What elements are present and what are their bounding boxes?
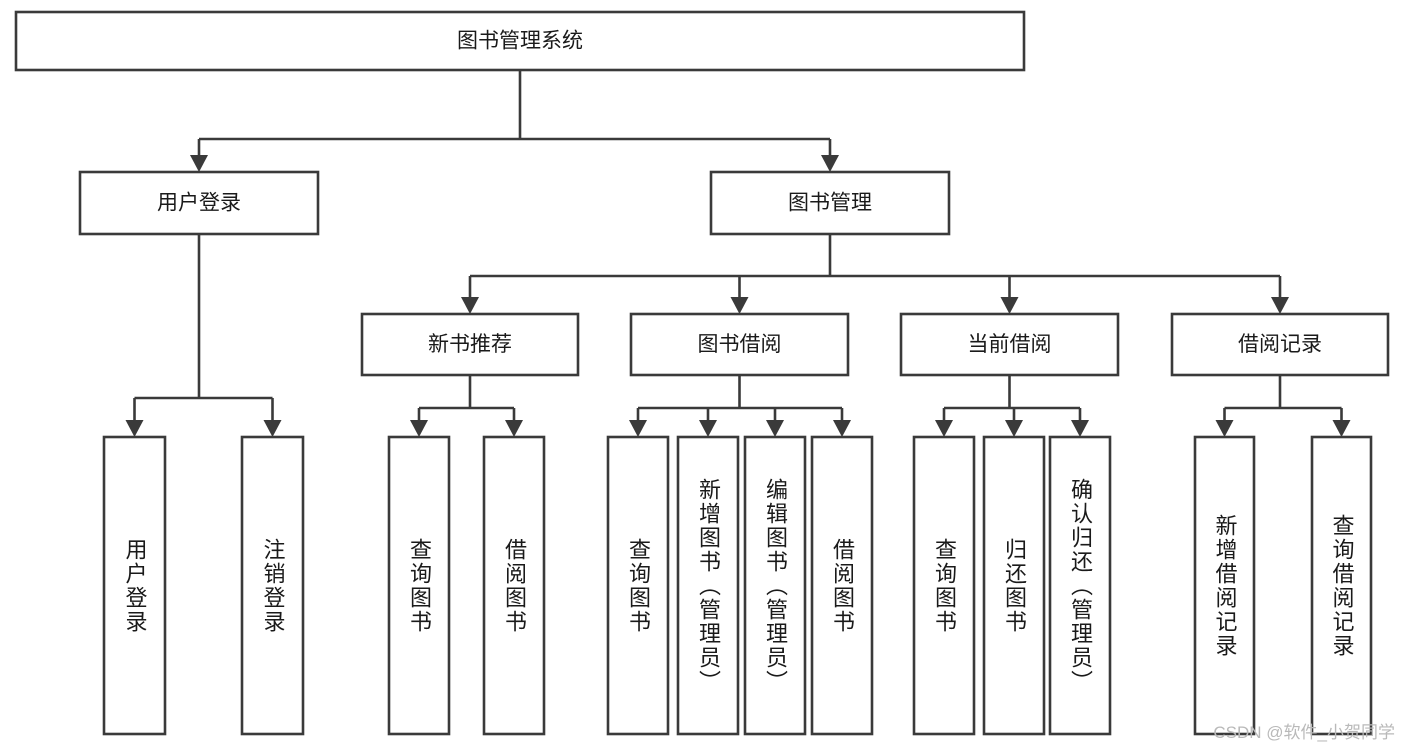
book-management-arrow-1 — [730, 297, 749, 314]
node-box-leaf-logout — [240, 435, 305, 736]
node-box-leaf-borrow-book — [810, 435, 874, 736]
borrow-records-arrow-0 — [1215, 420, 1234, 437]
current-borrow-arrow-1 — [1005, 420, 1023, 437]
book-borrow-arrow-2 — [766, 420, 784, 437]
connectors-layer — [125, 70, 1351, 437]
node-box-root — [14, 10, 1026, 72]
node-box-book-management — [709, 170, 951, 236]
node-box-leaf-confirm-return — [1048, 435, 1112, 736]
node-box-leaf-query-books-new — [387, 435, 451, 736]
node-label-borrow-records: 借阅记录 — [1238, 333, 1322, 356]
book-management-arrow-3 — [1271, 297, 1289, 314]
node-box-leaf-query-books-current — [912, 435, 976, 736]
user-login-arrow-1 — [263, 420, 282, 437]
book-borrow-arrow-3 — [833, 420, 851, 437]
user-login-arrow-0 — [125, 420, 144, 437]
node-box-leaf-edit-book — [743, 435, 807, 736]
node-box-leaf-query-books-borrow — [606, 435, 670, 736]
csdn-watermark: CSDN @软件_小贺同学 — [1213, 723, 1395, 742]
node-box-leaf-user-login — [102, 435, 167, 736]
node-box-book-borrow — [629, 312, 850, 377]
root-arrow-0 — [190, 155, 208, 172]
node-box-new-book-recommend — [360, 312, 580, 377]
node-label-book-borrow: 图书借阅 — [698, 333, 782, 356]
node-label-book-management: 图书管理 — [788, 192, 872, 215]
book-borrow-arrow-1 — [699, 420, 717, 437]
node-box-current-borrow — [899, 312, 1120, 377]
book-management-arrow-0 — [461, 297, 479, 314]
current-borrow-arrow-2 — [1071, 420, 1089, 437]
node-box-borrow-records — [1170, 312, 1390, 377]
book-management-arrow-2 — [1000, 297, 1019, 314]
node-box-leaf-add-record — [1193, 435, 1256, 736]
node-box-user-login — [78, 170, 320, 236]
new-book-recommend-arrow-1 — [505, 420, 523, 437]
node-box-leaf-return-book — [982, 435, 1046, 736]
root-arrow-1 — [821, 155, 839, 172]
node-label-root: 图书管理系统 — [457, 30, 583, 53]
book-borrow-arrow-0 — [629, 420, 647, 437]
current-borrow-arrow-0 — [935, 420, 953, 437]
node-label-current-borrow: 当前借阅 — [968, 333, 1052, 356]
new-book-recommend-arrow-0 — [410, 420, 428, 437]
borrow-records-arrow-1 — [1332, 420, 1351, 437]
boxes-layer — [14, 10, 1390, 736]
node-box-leaf-add-book — [676, 435, 740, 736]
node-box-leaf-query-record — [1310, 435, 1373, 736]
node-label-new-book-recommend: 新书推荐 — [428, 333, 512, 356]
node-label-user-login: 用户登录 — [157, 192, 241, 215]
node-box-leaf-borrow-books-new — [482, 435, 546, 736]
